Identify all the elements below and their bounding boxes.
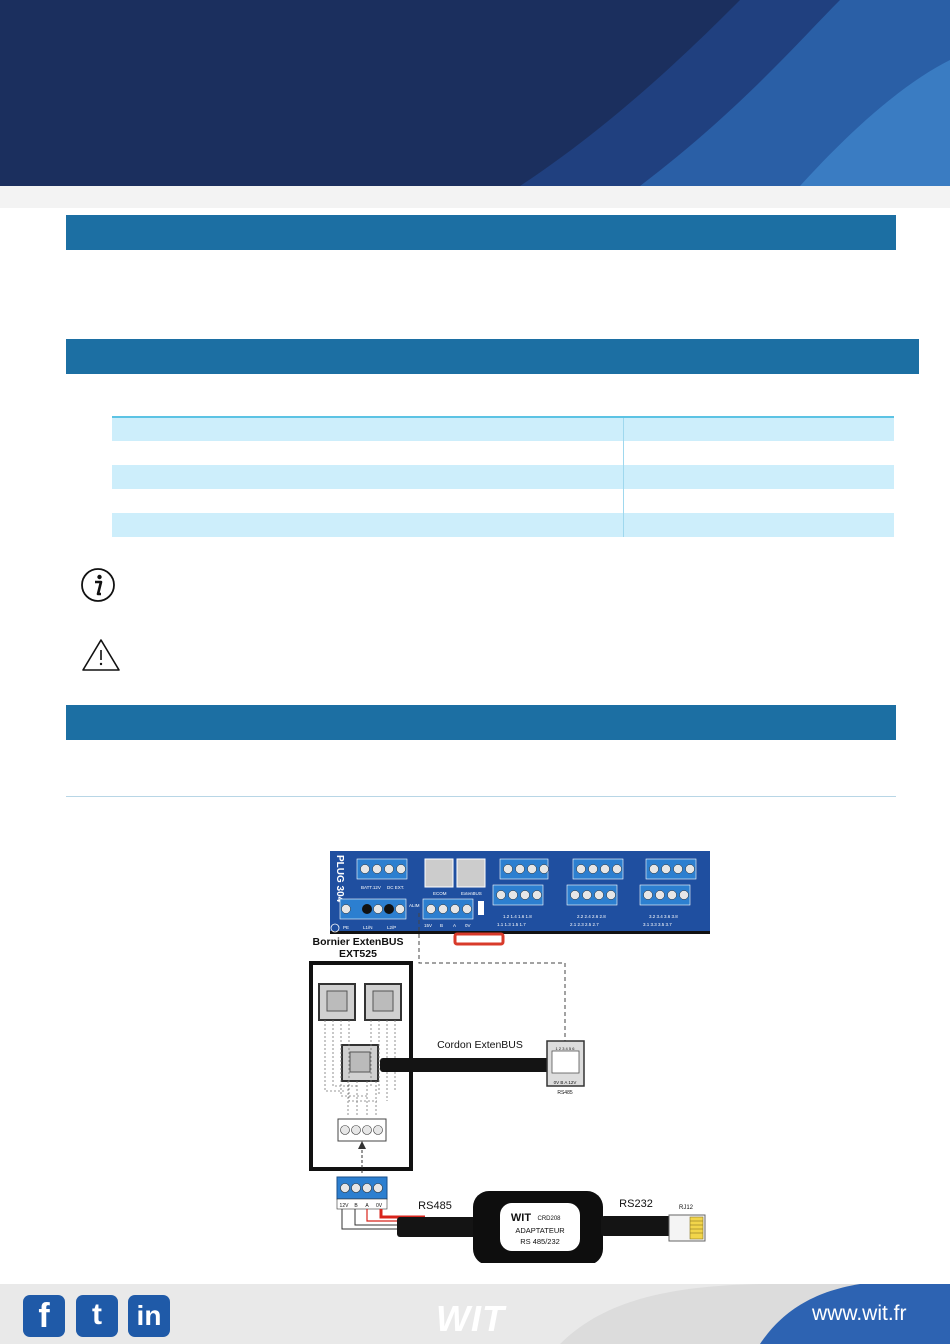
rj12-plug: RJ12 [668, 1205, 706, 1242]
bornier-title: Bornier ExtenBUS [312, 936, 403, 948]
plug-sub-label: 15V [424, 923, 432, 928]
adapter-model: CRD208 [537, 1216, 561, 1222]
plug-304-module: PLUG 304 [330, 851, 710, 946]
info-table [112, 416, 894, 537]
facebook-icon[interactable]: f [23, 1295, 65, 1337]
website-link[interactable]: www.wit.fr [812, 1302, 907, 1325]
adapter-brand: WIT [511, 1212, 531, 1224]
plug-sub-label: PE [343, 925, 349, 930]
table-row [112, 513, 894, 537]
plug-label: PLUG 304 [334, 855, 345, 903]
plug-sub-label: A [453, 923, 456, 928]
linkedin-glyph: in [136, 1300, 162, 1331]
footer-band [0, 1284, 950, 1344]
plug-sub-label: B [440, 923, 443, 928]
cordon-label: Cordon ExtenBUS [437, 1039, 523, 1051]
plug-input-label: 2.1 2.3 2.5 2.7 [570, 922, 599, 927]
rj-pin-signals: 0V B A 12V [554, 1080, 577, 1085]
rs232-label: RS232 [619, 1198, 653, 1210]
info-icon [80, 567, 116, 608]
header-banner [0, 0, 950, 208]
adapter-line-1: ADAPTATEUR [515, 1226, 565, 1235]
adapter-line-2: RS 485/232 [520, 1237, 560, 1246]
warning-icon [80, 637, 122, 678]
rj-pin-numbers: 1 2 3 4 5 6 [556, 1046, 576, 1051]
rj-connector: 1 2 3 4 5 6 0V B A 12V RS485 [546, 1040, 585, 1096]
twitter-glyph: t [92, 1298, 102, 1331]
wit-logo: WIT [436, 1298, 505, 1339]
table-row [112, 441, 894, 465]
plug-input-label: 3.2 3.4 3.6 3.8 [649, 914, 678, 919]
plug-sub-label: BATT.12V [361, 885, 381, 890]
facebook-glyph: f [38, 1297, 50, 1335]
plug-input-label: 3.1 3.3 3.5 3.7 [643, 922, 672, 927]
table-row [112, 489, 894, 513]
plug-sub-label: L2/P [387, 925, 396, 930]
plug-input-label: 1.2 1.4 1.6 1.8 [503, 914, 532, 919]
table-row [112, 416, 894, 441]
plug-sub-label: ExtenBUS [461, 891, 482, 896]
crd208-adapter: WIT CRD208 ADAPTATEUR RS 485/232 [473, 1191, 603, 1265]
section-header-bar-3 [66, 705, 896, 740]
plug-sub-label: DC EXT. [387, 885, 404, 890]
section-header-bar-1 [66, 215, 896, 250]
terminal-label: 0V [376, 1203, 383, 1209]
linkedin-icon[interactable]: in [128, 1295, 170, 1337]
divider-line [66, 796, 896, 797]
plug-input-label: 2.2 2.4 2.6 2.8 [577, 914, 606, 919]
rs485-label: RS485 [418, 1200, 452, 1212]
table-row [112, 465, 894, 489]
twitter-icon[interactable]: t [76, 1295, 118, 1337]
bornier-subtitle: EXT525 [339, 948, 377, 960]
terminal-label: 12V [340, 1203, 350, 1209]
terminal-label: B [354, 1203, 358, 1209]
plug-sub-label: L1/N [363, 925, 373, 930]
terminal-label: A [365, 1203, 369, 1209]
wiring-diagram: PLUG 304 [305, 851, 710, 1265]
plug-input-label: 1.1 1.3 1.5 1.7 [497, 922, 526, 927]
plug-sub-label: ALIM [409, 903, 420, 908]
plug-sub-label: 0V [465, 923, 471, 928]
rj12-label: RJ12 [679, 1205, 694, 1211]
rj-rs485-label: RS485 [557, 1090, 573, 1096]
plug-sub-label: ECOM [433, 891, 447, 896]
section-header-bar-2 [66, 339, 919, 374]
